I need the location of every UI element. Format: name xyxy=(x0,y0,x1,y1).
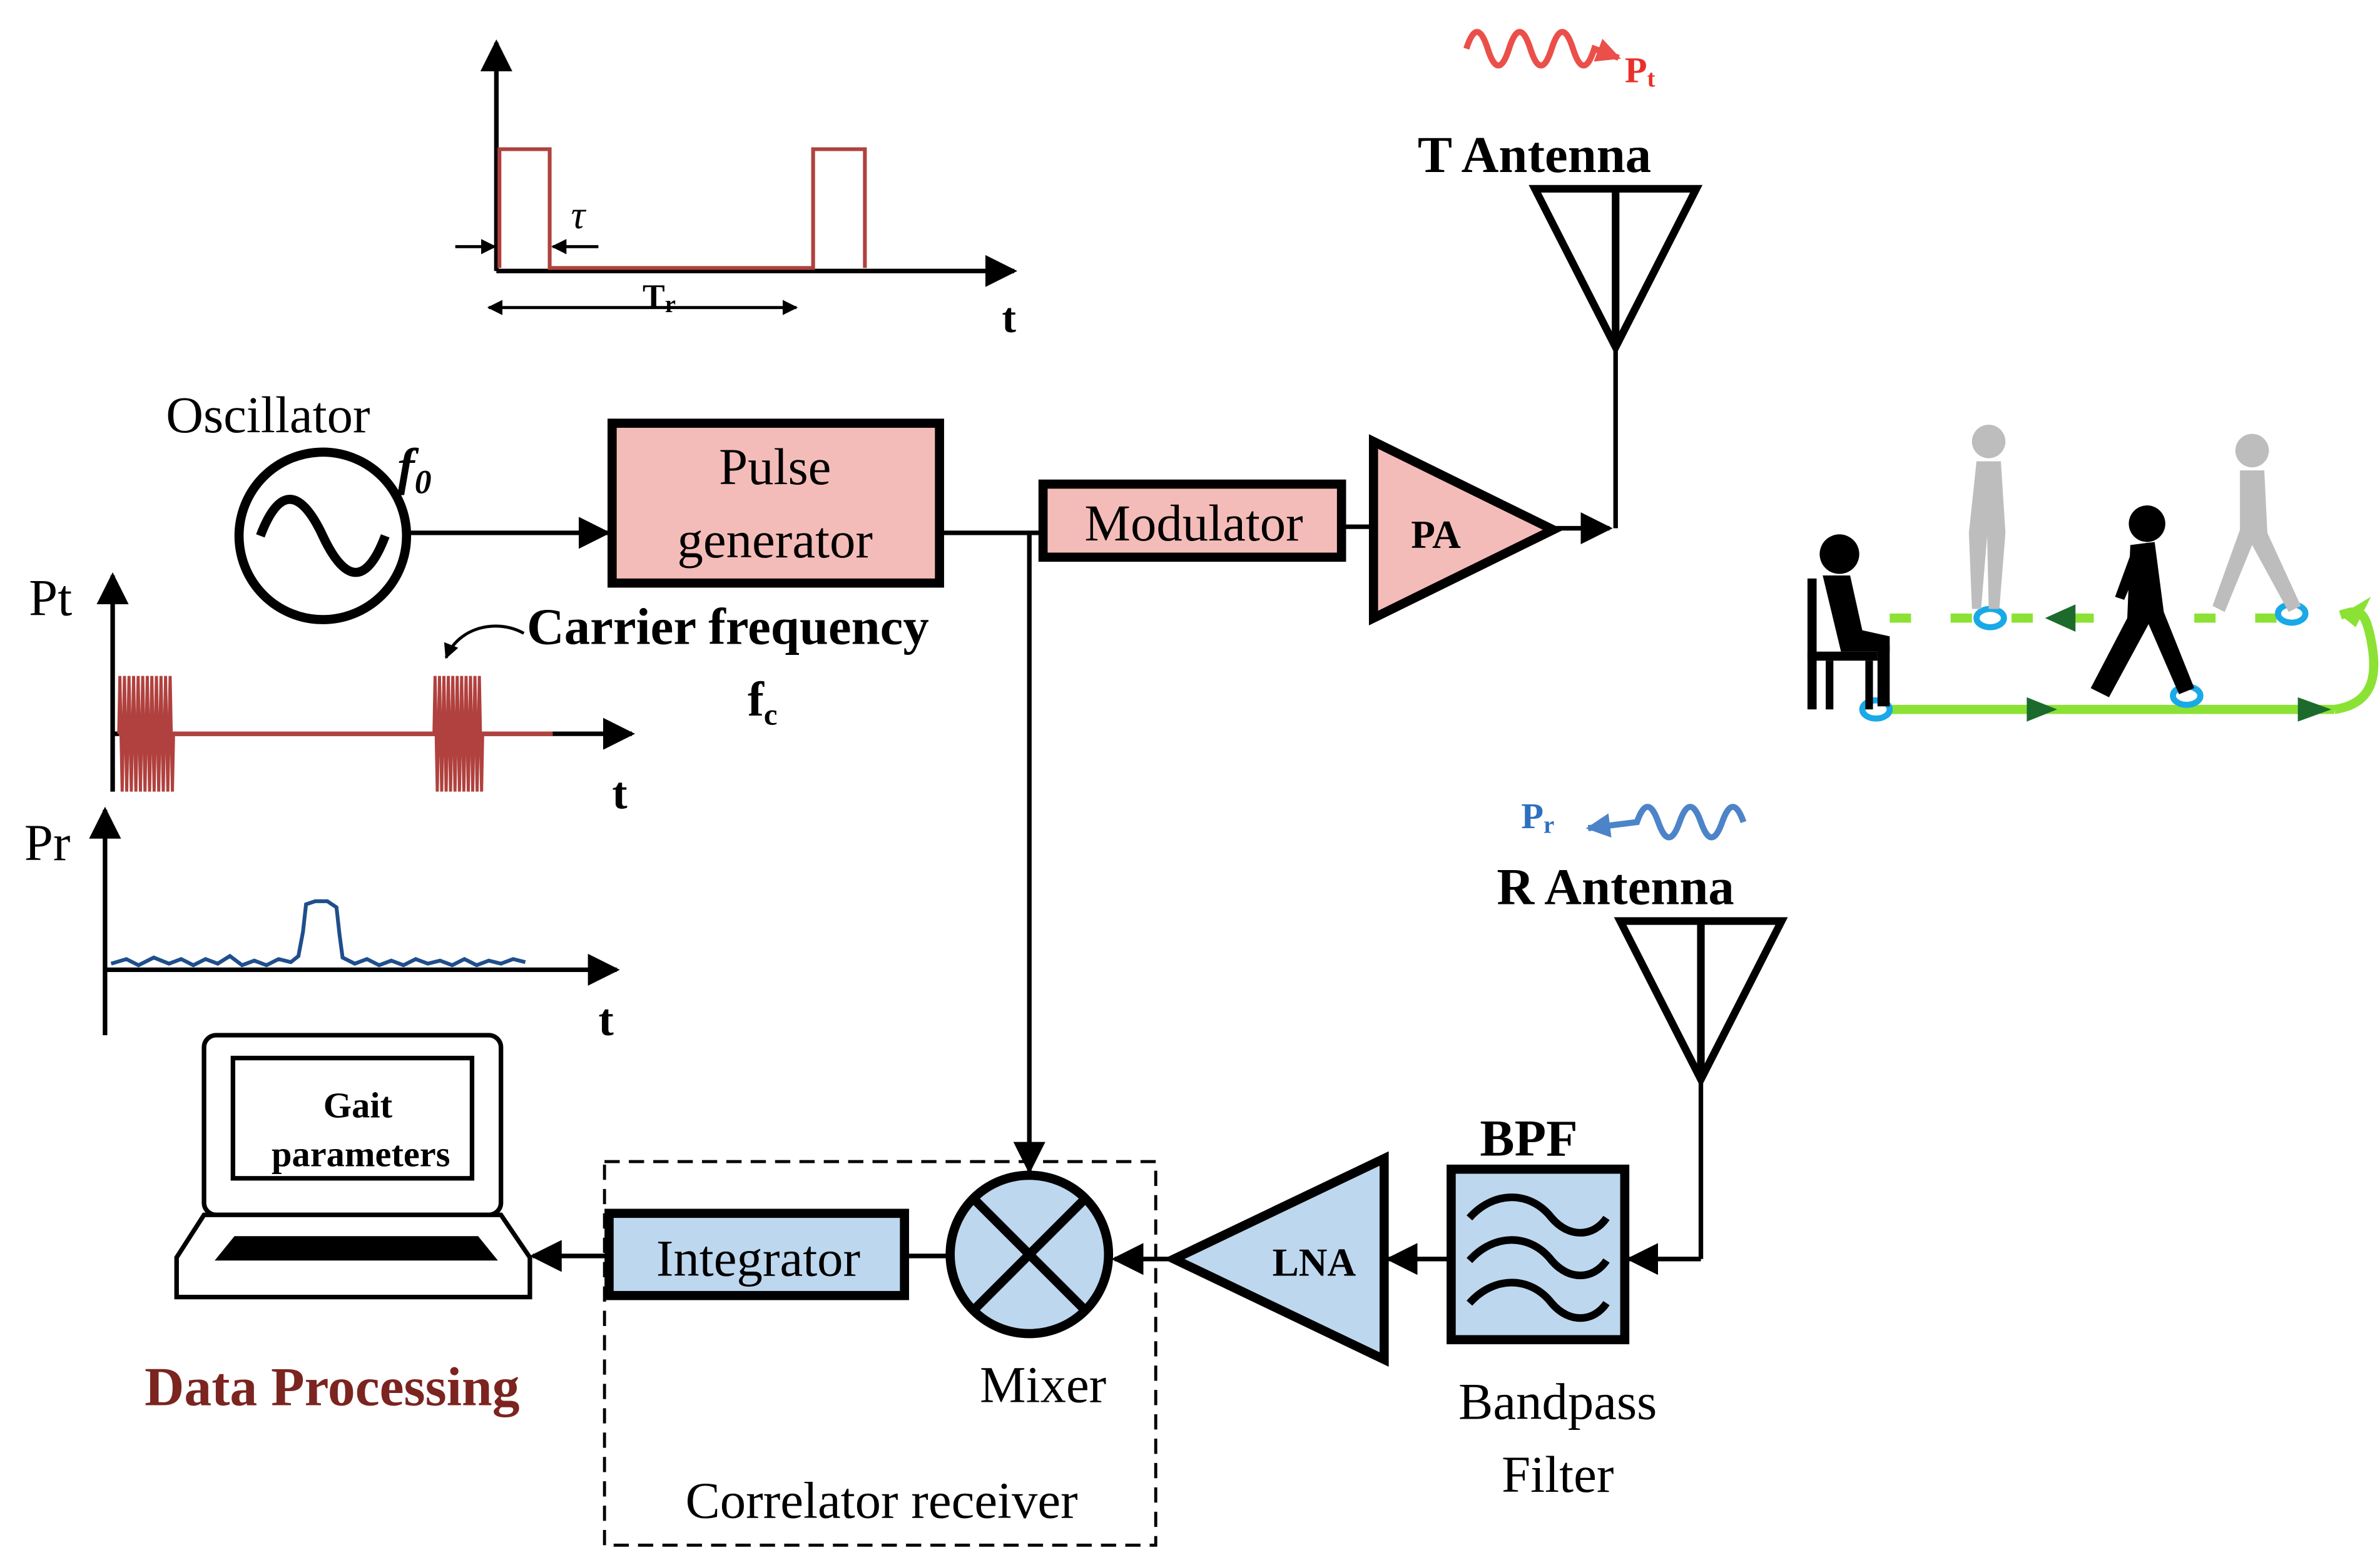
walk-path-turn xyxy=(2333,607,2379,714)
gait-label-2: parameters xyxy=(272,1133,450,1174)
pa-label: PA xyxy=(1411,513,1461,557)
lna-label: LNA xyxy=(1273,1241,1356,1285)
oscillator-label: Oscillator xyxy=(166,386,370,443)
data-processing-label: Data Processing xyxy=(145,1356,519,1417)
t-antenna-icon xyxy=(1528,185,1703,356)
pt-wave-label: Pt xyxy=(1625,49,1655,92)
pt-plot: Pt t xyxy=(29,569,636,818)
pt-axis-label: Pt xyxy=(29,569,72,626)
mixer-symbol xyxy=(945,1170,1114,1339)
sine-icon xyxy=(256,495,390,577)
r-antenna-label: R Antenna xyxy=(1497,858,1734,916)
modulator-label: Modulator xyxy=(1084,494,1303,552)
r-antenna-icon xyxy=(1614,917,1788,1088)
mixer-label: Mixer xyxy=(980,1356,1106,1414)
transmit-wave-icon xyxy=(1463,29,1621,69)
pulse-t-label: t xyxy=(1002,294,1016,342)
f0-label: f0 xyxy=(397,438,431,501)
bandpass-label-1: Bandpass xyxy=(1458,1372,1657,1430)
pr-axis-label: Pr xyxy=(24,814,71,871)
pr-t-label: t xyxy=(598,995,613,1045)
pulse-generator-block xyxy=(608,418,944,588)
receive-wave-icon xyxy=(1585,804,1747,841)
correlator-receiver-box xyxy=(603,1160,1157,1547)
modulator-block xyxy=(1038,479,1346,562)
pulse-waveform xyxy=(497,147,867,270)
pr-received-signal xyxy=(110,899,526,968)
forward-arrow-icon-1 xyxy=(2027,697,2058,722)
turn-arrow-icon xyxy=(2340,597,2371,627)
fc-label: fc xyxy=(748,672,778,732)
gait-label-1: Gait xyxy=(323,1085,393,1125)
pt-burst-1 xyxy=(117,676,175,792)
correlator-receiver-label: Correlator receiver xyxy=(686,1472,1078,1529)
pr-wave-label: Pr xyxy=(1521,796,1554,838)
pulse-generator-label-2: generator xyxy=(678,511,873,569)
carrier-frequency-label: Carrier frequency xyxy=(527,598,929,656)
power-amplifier xyxy=(1368,434,1564,625)
tr-label: Tr xyxy=(643,278,676,318)
return-arrow-icon xyxy=(2045,604,2076,632)
tau-label: τ xyxy=(571,193,587,237)
laptop-icon xyxy=(174,1033,532,1300)
seated-person-icon xyxy=(1807,534,1890,710)
ghost-person-walking-icon xyxy=(2212,433,2301,612)
integrator-label: Integrator xyxy=(656,1230,860,1287)
bandpass-label-2: Filter xyxy=(1502,1446,1614,1503)
forward-arrow-icon-2 xyxy=(2297,697,2332,722)
pulse-train-plot: τ Tr t xyxy=(455,39,1018,342)
pulse-generator-label-1: Pulse xyxy=(719,438,831,495)
walking-person-icon xyxy=(2090,505,2195,697)
bpf-label: BPF xyxy=(1480,1109,1577,1167)
bandpass-filter-icon xyxy=(1467,1193,1610,1322)
pr-plot: Pr t xyxy=(24,806,620,1045)
ghost-person-standing-icon xyxy=(1968,425,2006,609)
laptop-screen xyxy=(230,1055,475,1181)
pt-burst-2 xyxy=(432,676,484,792)
oscillator-symbol xyxy=(234,447,412,624)
lna-amplifier xyxy=(1163,1151,1389,1367)
walking-test-scene xyxy=(1807,425,2379,722)
carrier-callout-arrow xyxy=(444,624,525,659)
foot-marker-return-1 xyxy=(1973,605,2007,631)
t-antenna-label: T Antenna xyxy=(1418,126,1651,183)
laptop-keyboard xyxy=(215,1236,498,1261)
pt-t-label: t xyxy=(612,767,627,818)
